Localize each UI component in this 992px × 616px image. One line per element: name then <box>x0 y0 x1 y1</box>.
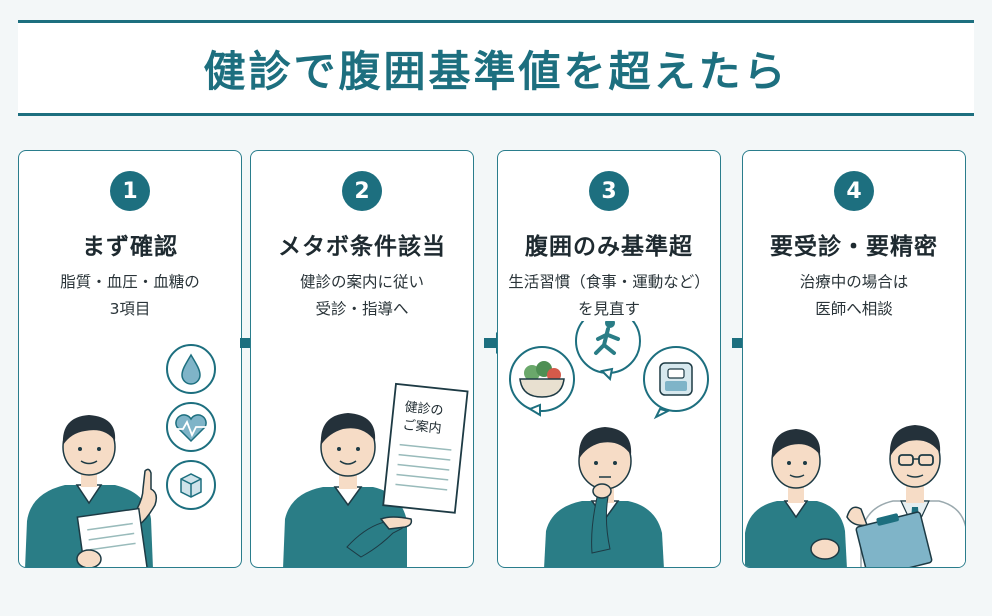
patient-doctor-consultation-illustration <box>745 425 965 567</box>
step-number-2: 2 <box>342 171 382 211</box>
person-thinking-illustration <box>509 321 709 567</box>
salad-bowl-icon <box>509 346 575 417</box>
step-desc-1: 脂質・血圧・血糖の 3項目 <box>60 273 200 318</box>
document-line-2: ご案内 <box>402 417 442 437</box>
water-drop-icon <box>166 344 216 394</box>
sugar-cube-icon <box>166 460 216 510</box>
step-desc-3: 生活習慣（食事・運動など） を見直す <box>508 273 710 318</box>
page-title: 健診で腹囲基準値を超えたら <box>203 46 789 96</box>
step-desc-4: 治療中の場合は 医師へ相談 <box>799 273 909 318</box>
step-title-2: メタボ条件該当 <box>278 234 446 260</box>
step-card-1: 1 まず確認 脂質・血圧・血糖の 3項目 <box>18 150 242 568</box>
person-with-notice-illustration: 健診の ご案内 <box>283 382 469 567</box>
clipboard-icon <box>855 511 933 567</box>
step-desc-2: 健診の案内に従い 受診・指導へ <box>299 273 424 318</box>
step-card-4: 4 要受診・要精密 治療中の場合は 医師へ相談 <box>742 150 966 568</box>
step-number-3: 3 <box>589 171 629 211</box>
notice-document: 健診の ご案内 <box>382 382 469 514</box>
step-card-2: 2 メタボ条件該当 健診の案内に従い 受診・指導へ 健診の ご案内 <box>250 150 474 568</box>
step-number-4: 4 <box>834 171 874 211</box>
document-line-1: 健診の <box>404 399 444 419</box>
weight-scale-icon <box>643 346 709 420</box>
step-title-3: 腹囲のみ基準超 <box>525 234 693 260</box>
step-title-4: 要受診・要精密 <box>770 234 938 260</box>
step-number-1: 1 <box>110 171 150 211</box>
step-card-3: 3 腹囲のみ基準超 生活習慣（食事・運動など） を見直す <box>497 150 721 568</box>
running-person-icon <box>575 321 641 382</box>
title-banner: 健診で腹囲基準値を超えたら <box>18 20 974 116</box>
step-title-1: まず確認 <box>82 234 178 260</box>
heart-pulse-icon <box>166 402 216 452</box>
person-checking-illustration <box>25 344 216 567</box>
